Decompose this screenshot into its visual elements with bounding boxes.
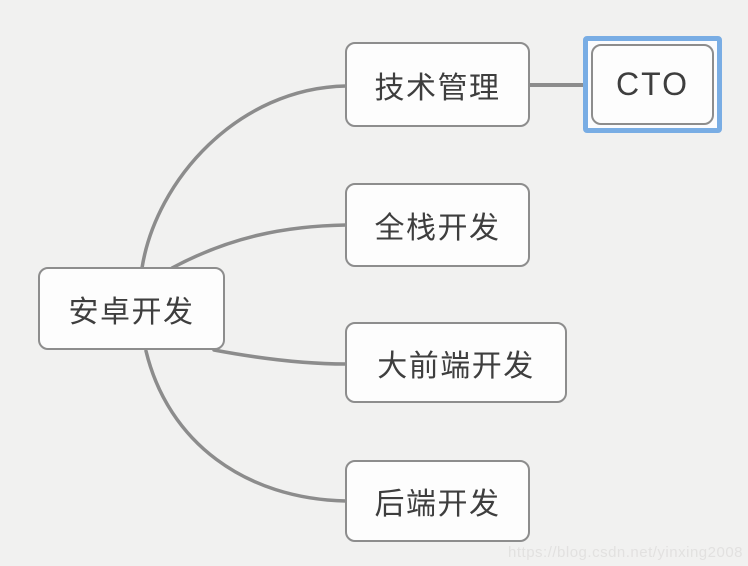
csdn-watermark: https://blog.csdn.net/yinxing2008: [508, 544, 743, 561]
connector-root-to-frontend: [212, 348, 348, 366]
connector-root-to-tech-mgmt: [140, 84, 348, 270]
node-tech-management-label: 技术管理: [374, 71, 501, 105]
node-cto-selection-ring[interactable]: CTO: [583, 36, 722, 133]
node-fullstack-dev-label: 全栈开发: [374, 212, 501, 245]
node-cto[interactable]: CTO: [591, 44, 714, 125]
node-tech-management[interactable]: 技术管理: [345, 42, 530, 127]
connector-root-to-backend: [144, 349, 348, 503]
node-big-frontend-dev[interactable]: 大前端开发: [345, 322, 567, 403]
node-big-frontend-dev-label: 大前端开发: [377, 349, 535, 383]
node-cto-label: CTO: [616, 66, 689, 102]
node-backend-dev-label: 后端开发: [374, 488, 501, 521]
node-android-dev[interactable]: 安卓开发: [38, 267, 225, 350]
node-android-dev-label: 安卓开发: [68, 295, 195, 329]
node-fullstack-dev[interactable]: 全栈开发: [345, 183, 530, 267]
node-backend-dev[interactable]: 后端开发: [345, 460, 530, 542]
connector-root-to-fullstack: [170, 223, 348, 270]
